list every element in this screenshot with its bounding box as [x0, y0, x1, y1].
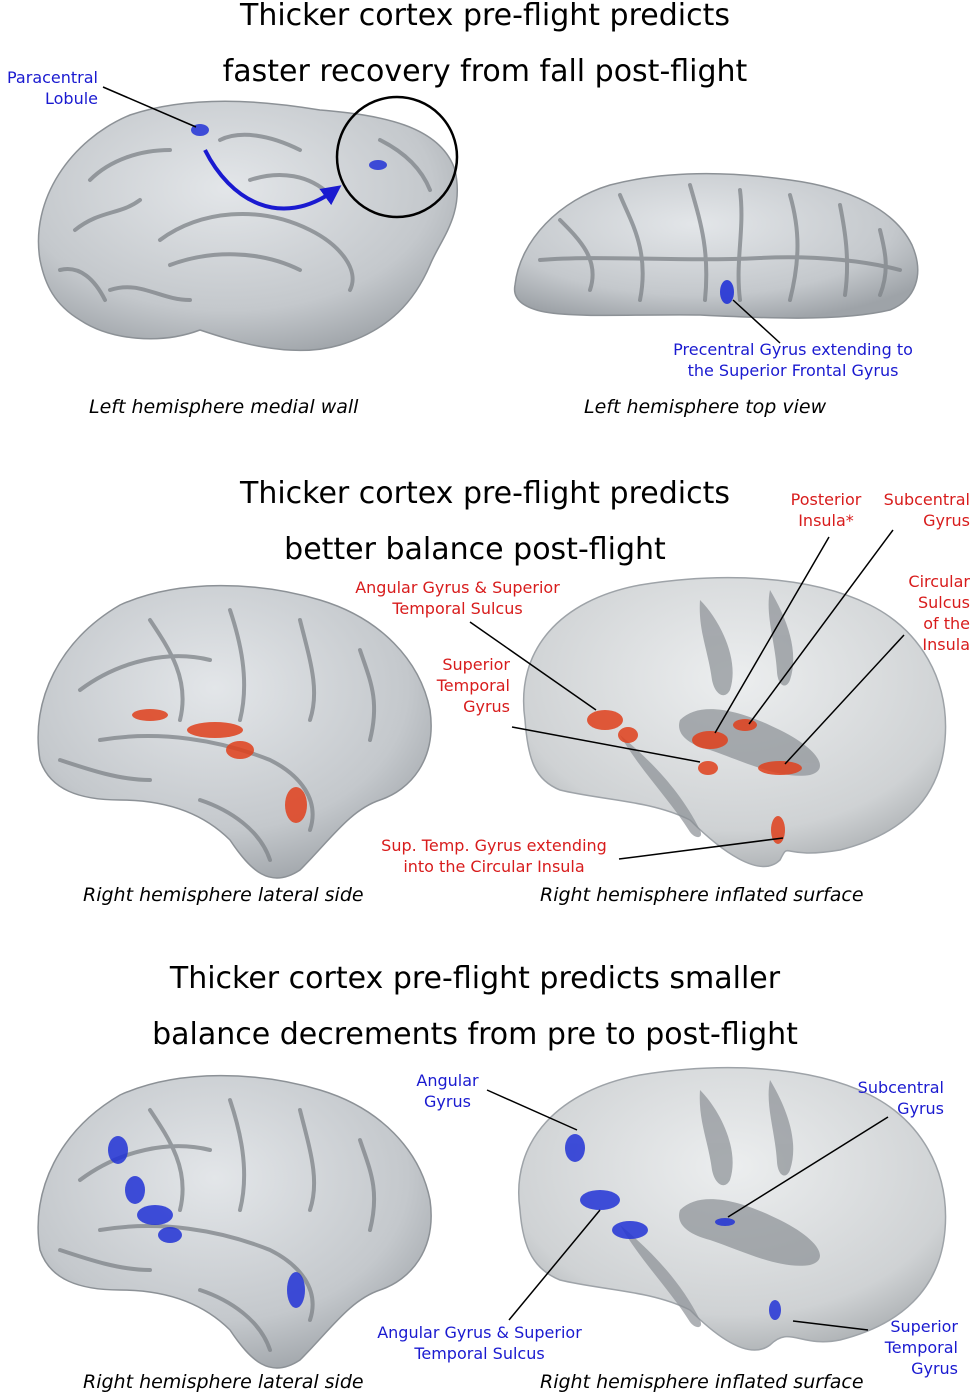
label-angular-gyrus-blue: Angular Gyrus [416, 1071, 479, 1111]
label-angular-gyrus-sts-blue: Angular Gyrus & Superior Temporal Sulcus [377, 1323, 582, 1363]
caption-right-inflated-1: Right hemisphere inflated surface [540, 884, 864, 906]
label-circular-sulcus: Circular Sulcus of the Insula [908, 572, 970, 654]
panel1-title-line2: faster recovery from fall post-flight [222, 54, 748, 89]
panel2-title-line1: Thicker cortex pre-flight predicts [240, 476, 730, 511]
caption-right-lateral-2: Right hemisphere lateral side [83, 1371, 364, 1393]
precentral-gyrus-region [720, 280, 734, 304]
caption-right-lateral-1: Right hemisphere lateral side [83, 884, 364, 906]
brain-left-top-view [513, 172, 919, 344]
caption-left-top-view: Left hemisphere top view [584, 396, 827, 418]
brain-right-lateral-1 [37, 584, 432, 879]
brain-right-inflated-1 [469, 529, 947, 868]
label-superior-temporal-gyrus-blue: Superior Temporal Gyrus [884, 1317, 958, 1378]
label-superior-temporal-gyrus: Superior Temporal Gyrus [436, 655, 510, 716]
label-subcentral-gyrus-red: Subcentral Gyrus [883, 490, 970, 530]
brain-right-lateral-2 [37, 1074, 432, 1369]
brain-left-medial-wall [37, 86, 459, 352]
panel3-title-line2: balance decrements from pre to post-flig… [152, 1017, 798, 1052]
panel3-title-line1: Thicker cortex pre-flight predicts small… [169, 961, 781, 996]
panel2-title-line2: better balance post-flight [284, 532, 666, 567]
label-paracentral-lobule: Paracentral Lobule [7, 68, 98, 108]
label-angular-gyrus-sts: Angular Gyrus & Superior Temporal Sulcus [355, 578, 560, 618]
label-posterior-insula: Posterior Insula* [790, 490, 862, 530]
brain-right-inflated-2 [486, 1066, 947, 1351]
zoom-circle [335, 95, 459, 219]
label-sup-temp-gyrus-extending: Sup. Temp. Gyrus extending into the Circ… [381, 836, 607, 876]
blue-arrow [203, 149, 342, 211]
caption-left-medial-wall: Left hemisphere medial wall [89, 396, 359, 418]
caption-right-inflated-2: Right hemisphere inflated surface [540, 1371, 864, 1393]
label-precentral-gyrus: Precentral Gyrus extending to the Superi… [673, 340, 913, 380]
panel1-title-line1: Thicker cortex pre-flight predicts [240, 0, 730, 33]
label-subcentral-gyrus-blue: Subcentral Gyrus [857, 1078, 944, 1118]
